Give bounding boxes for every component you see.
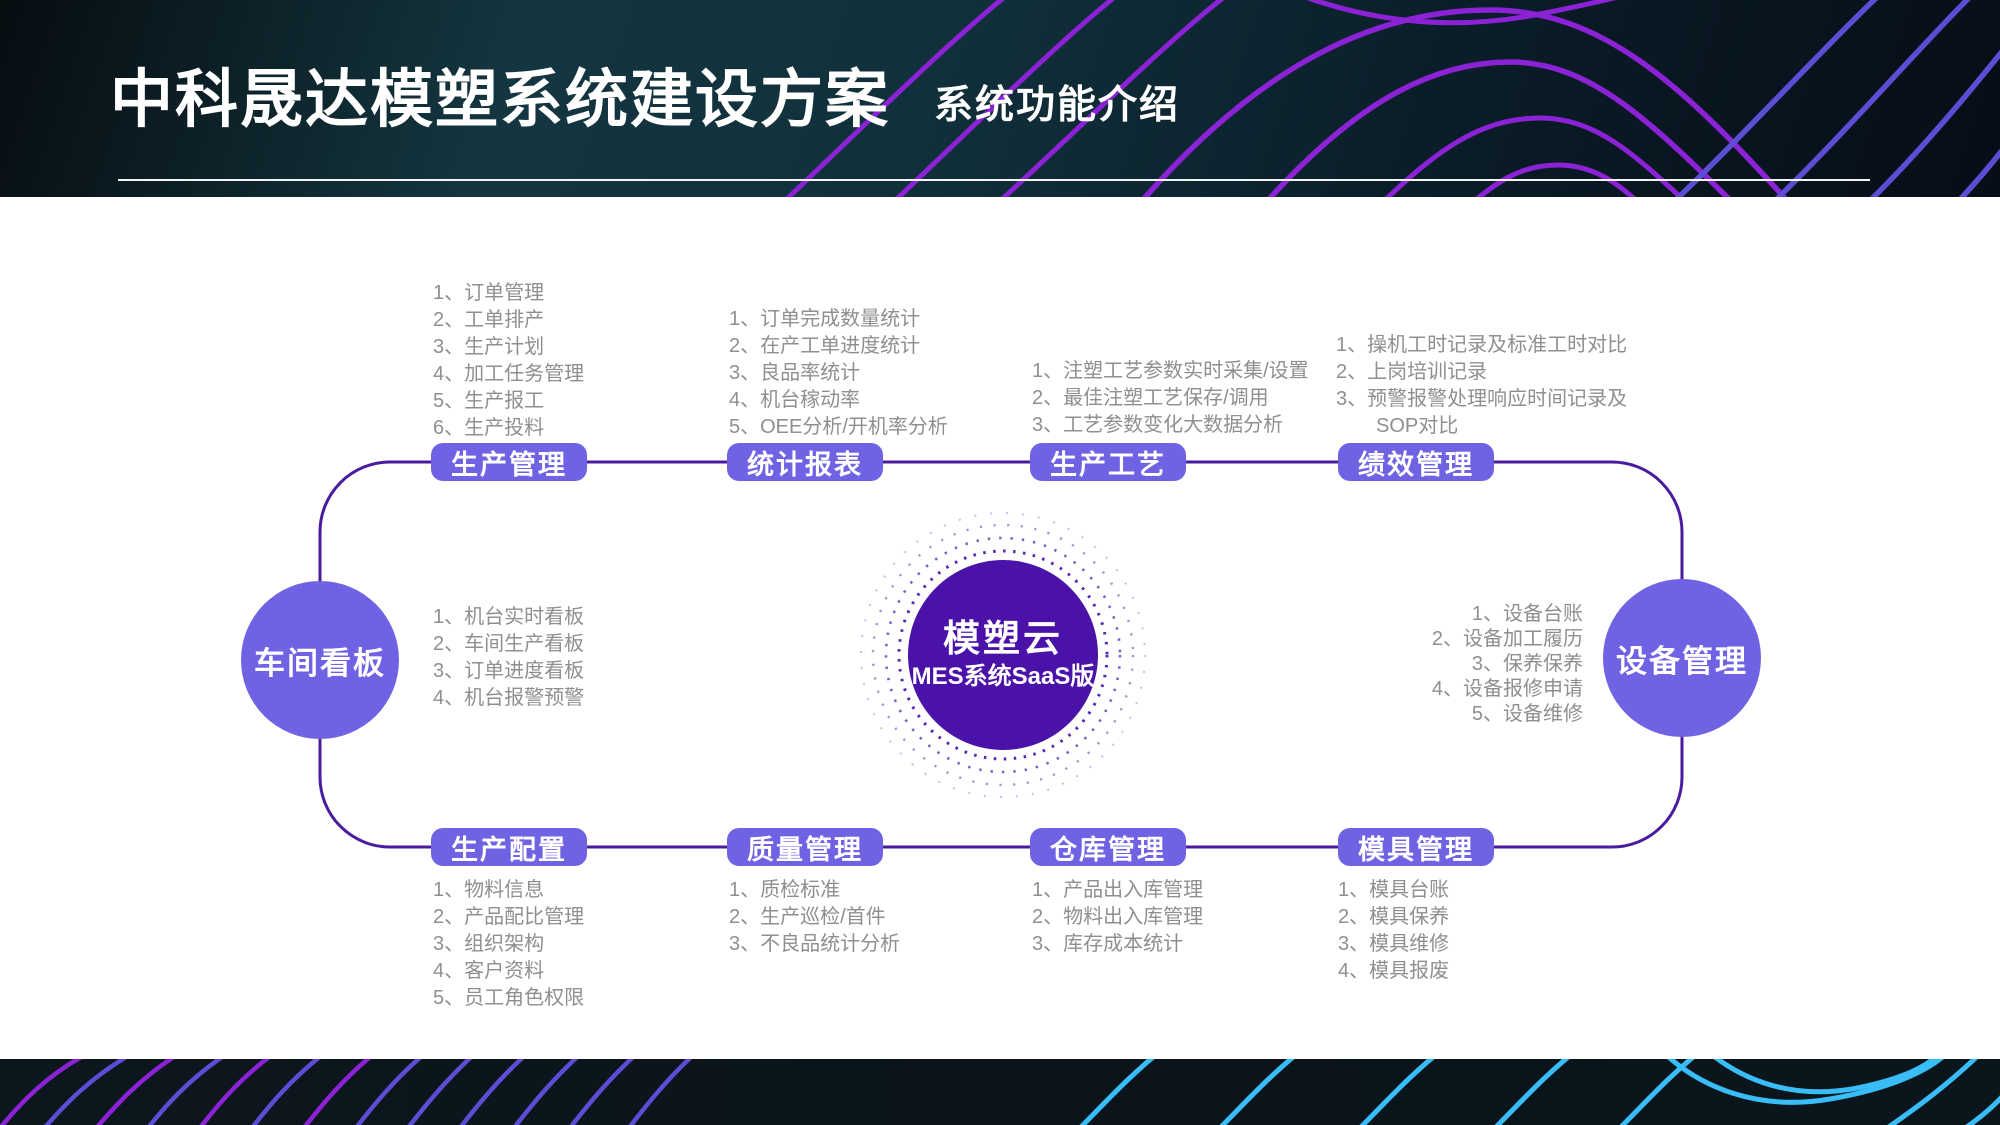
- list-item: 2、产品配比管理: [433, 906, 585, 928]
- header-title-row: 中科晟达模塑系统建设方案 系统功能介绍: [110, 65, 1181, 135]
- pill-production-management: 生产管理: [431, 443, 587, 481]
- slide-header: 中科晟达模塑系统建设方案 系统功能介绍: [0, 0, 2000, 197]
- list-item: 1、注塑工艺参数实时采集/设置: [1032, 360, 1309, 382]
- page-subtitle: 系统功能介绍: [934, 84, 1181, 128]
- list-item: 3、组织架构: [433, 933, 545, 955]
- pill-statistics-report: 统计报表: [727, 443, 883, 481]
- list-item: 2、设备加工履历: [1431, 628, 1583, 650]
- node-equipment-management: 设备管理: [1603, 579, 1761, 737]
- list-item: 4、机台稼动率: [729, 389, 861, 411]
- hub-circle-mes-cloud: 模塑云 MES系统SaaS版: [908, 560, 1098, 750]
- pill-performance-management: 绩效管理: [1338, 443, 1494, 481]
- node-equipment-management-label: 设备管理: [1616, 643, 1748, 679]
- statistics-report-features: 1、订单完成数量统计 2、在产工单进度统计 3、良品率统计 4、机台稼动率 5、OEE分…: [729, 306, 948, 441]
- list-item: 4、客户资料: [433, 960, 545, 982]
- list-item: 1、物料信息: [433, 879, 545, 901]
- list-item: 2、工单排产: [433, 309, 545, 331]
- list-item: 3、库存成本统计: [1032, 933, 1184, 955]
- list-item: 1、质检标准: [729, 879, 841, 901]
- node-workshop-dashboard-label: 车间看板: [254, 645, 386, 681]
- list-item: 1、订单管理: [433, 282, 545, 304]
- list-item: 6、生产投料: [433, 417, 545, 439]
- list-item: 2、车间生产看板: [433, 633, 585, 655]
- list-item: 1、订单完成数量统计: [729, 308, 921, 330]
- hub-subtitle: MES系统SaaS版: [911, 662, 1095, 690]
- production-configuration-features: 1、物料信息 2、产品配比管理 3、组织架构 4、客户资料 5、员工角色权限: [433, 877, 584, 1012]
- page-title: 中科晟达模塑系统建设方案: [110, 65, 890, 135]
- hub-dotted-rings: [860, 512, 1146, 798]
- list-item: 1、设备台账: [1471, 603, 1583, 625]
- list-item: 1、机台实时看板: [433, 606, 585, 628]
- list-item: 3、预警报警处理响应时间记录及: [1336, 388, 1628, 410]
- list-item: 1、模具台账: [1338, 879, 1450, 901]
- performance-management-features: 1、操机工时记录及标准工时对比 2、上岗培训记录 3、预警报警处理响应时间记录及 SO…: [1336, 332, 1627, 440]
- list-item: 4、加工任务管理: [433, 363, 585, 385]
- list-item: 3、订单进度看板: [433, 660, 585, 682]
- list-item: SOP对比: [1376, 415, 1459, 437]
- hub-title: 模塑云: [943, 618, 1063, 660]
- list-item: 3、生产计划: [433, 336, 545, 358]
- warehouse-management-features: 1、产品出入库管理 2、物料出入库管理 3、库存成本统计: [1032, 877, 1203, 958]
- workshop-dashboard-features: 1、机台实时看板 2、车间生产看板 3、订单进度看板 4、机台报警预警: [433, 604, 584, 712]
- list-item: 1、操机工时记录及标准工时对比: [1336, 334, 1628, 356]
- list-item: 2、物料出入库管理: [1032, 906, 1204, 928]
- list-item: 2、生产巡检/首件: [729, 906, 886, 928]
- quality-management-features: 1、质检标准 2、生产巡检/首件 3、不良品统计分析: [729, 877, 900, 958]
- production-process-features: 1、注塑工艺参数实时采集/设置 2、最佳注塑工艺保存/调用 3、工艺参数变化大数据分…: [1032, 358, 1309, 439]
- slide-footer: [0, 1059, 2000, 1125]
- pill-quality-management: 质量管理: [727, 828, 883, 866]
- list-item: 3、良品率统计: [729, 362, 861, 384]
- pill-warehouse-management: 仓库管理: [1030, 828, 1186, 866]
- mold-management-features: 1、模具台账 2、模具保养 3、模具维修 4、模具报废: [1338, 877, 1449, 985]
- pill-production-process: 生产工艺: [1030, 443, 1186, 481]
- list-item: 5、员工角色权限: [433, 987, 585, 1009]
- list-item: 1、产品出入库管理: [1032, 879, 1204, 901]
- list-item: 2、模具保养: [1338, 906, 1450, 928]
- list-item: 4、机台报警预警: [433, 687, 585, 709]
- list-item: 5、生产报工: [433, 390, 545, 412]
- list-item: 4、模具报废: [1338, 960, 1450, 982]
- node-workshop-dashboard: 车间看板: [241, 581, 399, 739]
- list-item: 3、模具维修: [1338, 933, 1450, 955]
- pill-mold-management: 模具管理: [1338, 828, 1494, 866]
- list-item: 2、最佳注塑工艺保存/调用: [1032, 387, 1269, 409]
- diagram-area: 生产管理 1、订单管理 2、工单排产 3、生产计划 4、加工任务管理 5、生产报工 6、生…: [0, 197, 2000, 1059]
- equipment-management-features: 1、设备台账 2、设备加工履历 3、保养保养 4、设备报修申请 5、设备维修: [1432, 602, 1583, 727]
- list-item: 3、不良品统计分析: [729, 933, 901, 955]
- production-management-features: 1、订单管理 2、工单排产 3、生产计划 4、加工任务管理 5、生产报工 6、生产投料: [433, 280, 584, 442]
- pill-production-configuration: 生产配置: [431, 828, 587, 866]
- list-item: 4、设备报修申请: [1431, 678, 1583, 700]
- list-item: 5、设备维修: [1471, 703, 1583, 725]
- list-item: 2、上岗培训记录: [1336, 361, 1488, 383]
- list-item: 3、工艺参数变化大数据分析: [1032, 414, 1284, 436]
- list-item: 3、保养保养: [1471, 653, 1583, 675]
- list-item: 2、在产工单进度统计: [729, 335, 921, 357]
- list-item: 5、OEE分析/开机率分析: [729, 416, 948, 438]
- title-underline: [118, 179, 1870, 181]
